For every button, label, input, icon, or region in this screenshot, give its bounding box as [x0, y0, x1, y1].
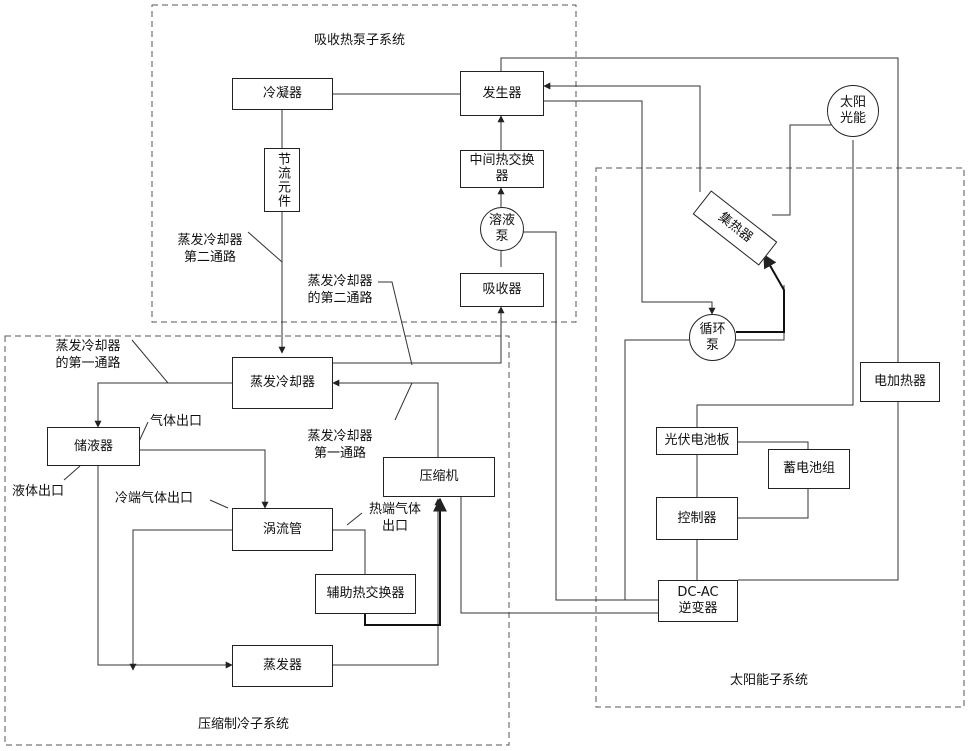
evap-second-path-b-line2: 的第二通路 [300, 290, 380, 307]
evap-first-path-b-line2: 第一通路 [300, 445, 380, 462]
solution-pump-circle: 溶液泵 [480, 207, 524, 251]
leader-cold-outlet [210, 500, 228, 508]
solar-subsystem-title: 太阳能子系统 [730, 672, 808, 689]
solar-energy-circle: 太阳光能 [827, 85, 879, 137]
evap-cooler-first-path-label-b: 蒸发冷却器 第一通路 [300, 428, 380, 462]
evap-cooler-first-path-label-a: 蒸发冷却器 的第一通路 [48, 338, 128, 372]
hot-gas-outlet-line1: 热端气体 [360, 501, 430, 518]
solar-subsystem-boundary [596, 168, 964, 707]
circpump-to-inverter-line [625, 340, 689, 600]
vortex-to-cold-line [133, 530, 232, 670]
evap-second-path-a-line2: 第二通路 [170, 249, 250, 266]
collector-to-generator-line [544, 86, 700, 192]
pv-panel-box: 光伏电池板 [656, 427, 738, 455]
intermediate-heat-exchanger-box: 中间热交换器 [460, 150, 544, 188]
sun-to-pv-line [697, 140, 853, 427]
controller-box: 控制器 [656, 497, 738, 540]
evaporator-box: 蒸发器 [232, 645, 333, 687]
circpump-to-collector-line [736, 255, 784, 332]
battery-bank-box: 蓄电池组 [768, 449, 850, 489]
compression-subsystem-title: 压缩制冷子系统 [198, 716, 289, 733]
inverter-label-line1: DC-AC [677, 585, 718, 601]
leader-liquid-outlet [64, 466, 80, 480]
vortex-tube-box: 涡流管 [232, 508, 333, 551]
dc-ac-inverter-box: DC-AC 逆变器 [658, 580, 738, 622]
cold-gas-outlet-label: 冷端气体出口 [115, 490, 193, 507]
auxiliary-heat-exchanger-box: 辅助热交换器 [315, 574, 416, 614]
hot-gas-outlet-line2: 出口 [360, 518, 430, 535]
generator-to-circpump-line [544, 101, 712, 314]
gas-outlet-label: 气体出口 [150, 413, 202, 430]
liquid-receiver-box: 储液器 [47, 427, 140, 466]
leader-evap-second-b [378, 282, 412, 365]
circulation-pump-circle: 循环泵 [689, 314, 736, 361]
evaporative-cooler-box: 蒸发冷却器 [232, 357, 333, 409]
battery-to-controller-line [738, 489, 808, 518]
inverter-to-compressor-line [461, 497, 658, 613]
hot-gas-outlet-label: 热端气体 出口 [360, 501, 430, 535]
vortex-to-aux-line [333, 530, 365, 574]
evap-first-path-b-line1: 蒸发冷却器 [300, 428, 380, 445]
inverter-label-line2: 逆变器 [678, 601, 717, 617]
generator-box: 发生器 [460, 71, 544, 116]
evap-first-path-a-line1: 蒸发冷却器 [48, 338, 128, 355]
absorption-subsystem-title: 吸收热泵子系统 [314, 32, 405, 49]
evap-first-path-a-line2: 的第一通路 [48, 355, 128, 372]
liquid-outlet-label: 液体出口 [12, 483, 64, 500]
leader-evap-first-b [395, 383, 412, 420]
pv-to-battery-line [738, 442, 808, 449]
evap-second-path-b-line1: 蒸发冷却器 [300, 273, 380, 290]
condenser-box: 冷凝器 [232, 78, 333, 110]
evap-cooler-second-path-label-a: 蒸发冷却器 第二通路 [170, 232, 250, 266]
absorber-box: 吸收器 [460, 273, 544, 307]
leader-evap-first-a [132, 340, 168, 383]
electric-heater-box: 电加热器 [860, 362, 940, 402]
compressor-box: 压缩机 [383, 457, 495, 497]
throttle-box: 节流元件 [264, 148, 300, 212]
evapcooler-absorber-line [333, 307, 501, 363]
leader-evap-second-a [248, 232, 282, 262]
evap-second-path-a-line1: 蒸发冷却器 [170, 232, 250, 249]
evap-cooler-second-path-label-b: 蒸发冷却器 的第二通路 [300, 273, 380, 307]
